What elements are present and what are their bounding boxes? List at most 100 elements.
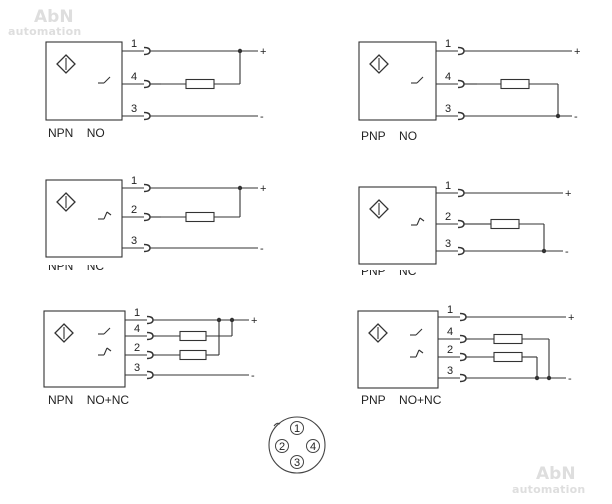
pin-connector-icon	[457, 219, 465, 229]
pin-number: 4	[131, 71, 137, 83]
junction-dot	[546, 375, 552, 381]
pin-number: 3	[445, 103, 451, 115]
junction-dot	[534, 375, 540, 381]
terminal-plus: +	[251, 315, 257, 327]
nc-contact-icon	[103, 347, 108, 356]
pin-connector-icon	[146, 315, 154, 325]
watermark-sub-top: automation	[8, 25, 82, 38]
pin-connector-icon	[457, 79, 465, 89]
pin-number: 3	[131, 235, 137, 247]
connector-pin	[306, 439, 320, 453]
pin-number: 3	[134, 362, 140, 374]
caption-config: NO+NC	[86, 393, 130, 407]
pin-connector-icon	[457, 46, 465, 56]
nc-contact-icon	[418, 349, 424, 354]
junction-dot	[237, 48, 243, 54]
pin-number: 2	[447, 344, 453, 356]
connector-pin-label: 3	[294, 457, 300, 469]
pin-number: 1	[131, 175, 137, 187]
connector-key-icon	[273, 422, 281, 427]
caption-type: PNP	[361, 270, 386, 277]
pin-connector-icon	[146, 370, 154, 380]
pin-number: 2	[445, 211, 451, 223]
load-resistor	[179, 349, 207, 361]
pin-number: 1	[447, 304, 453, 316]
pin-connector-icon	[143, 79, 151, 89]
caption-config: NO	[86, 126, 105, 140]
sensor-diamond-icon	[369, 199, 389, 219]
no-contact-icon	[415, 328, 423, 336]
load-resistor	[185, 211, 215, 223]
terminal-plus: +	[260, 183, 266, 195]
terminal-minus: -	[565, 246, 569, 258]
junction-dot	[237, 185, 243, 191]
pin-connector-icon	[146, 331, 154, 341]
watermark-brand-top: AbN	[34, 7, 74, 27]
caption-pnp-nc: PNP NC	[361, 270, 416, 277]
caption-type: NPN	[48, 265, 74, 272]
terminal-minus: -	[568, 373, 572, 385]
pin-number: 1	[445, 38, 451, 50]
pin-number: 3	[131, 103, 137, 115]
terminal-plus: +	[568, 312, 574, 324]
caption-type: PNP	[361, 129, 386, 143]
pin-connector-icon	[459, 334, 467, 344]
sensor-diamond-icon	[56, 192, 76, 212]
sensor-box	[358, 41, 437, 121]
connector-pin	[275, 439, 289, 453]
nc-contact-icon	[103, 211, 108, 220]
pin-connector-icon	[457, 246, 465, 256]
sensor-box	[43, 310, 126, 388]
caption-npn-nonc: NPN NO+NC	[48, 393, 129, 407]
pin-connector-icon	[143, 111, 151, 121]
sensor-diamond-icon	[368, 323, 388, 343]
watermark-brand-bottom: AbN	[536, 464, 576, 484]
caption-type: PNP	[361, 393, 386, 407]
nc-contact-icon	[415, 349, 420, 358]
caption-config: NC	[399, 270, 417, 277]
terminal-minus: -	[251, 370, 255, 382]
no-contact-icon	[416, 76, 424, 84]
pin-number: 1	[131, 38, 137, 50]
connector-pin-label: 2	[279, 441, 285, 453]
sensor-diamond-icon	[54, 323, 74, 343]
sensor-box	[357, 310, 439, 389]
caption-pnp-nonc: PNP NO+NC	[361, 393, 441, 407]
sensor-box	[358, 186, 437, 265]
terminal-plus: +	[574, 46, 580, 58]
pin-connector-icon	[143, 46, 151, 56]
sensor-diamond-icon	[56, 54, 76, 74]
diagram-pnp-nc: 123+-	[358, 180, 571, 265]
load-resistor	[490, 218, 520, 230]
pin-number: 2	[131, 204, 137, 216]
sensor-box	[45, 41, 123, 121]
diagram-pnp-no: 143+-	[358, 38, 580, 123]
pin-connector-icon	[459, 373, 467, 383]
load-resistor	[185, 78, 215, 90]
pin-connector-icon	[457, 188, 465, 198]
nc-contact-icon	[419, 217, 425, 222]
connector-pin-label: 4	[310, 441, 316, 453]
caption-pnp-no: PNP NO	[361, 129, 417, 143]
sensor-box	[45, 179, 123, 258]
pin-number: 3	[447, 365, 453, 377]
pin-connector-icon	[143, 212, 151, 222]
nc-contact-icon	[106, 347, 112, 352]
terminal-minus: -	[574, 111, 578, 123]
junction-dot	[216, 317, 222, 323]
pin-number: 2	[134, 342, 140, 354]
terminal-minus: -	[260, 111, 264, 123]
caption-config: NO+NC	[399, 393, 442, 407]
connector-body	[268, 416, 326, 474]
pin-number: 3	[445, 238, 451, 250]
diagram-npn-nc: 123+-	[45, 175, 266, 258]
load-resistor	[500, 78, 530, 90]
pin-connector-icon	[143, 183, 151, 193]
caption-type: NPN	[48, 126, 74, 140]
sensor-diamond-icon	[369, 54, 389, 74]
caption-npn-nc: NPN NC	[48, 265, 104, 272]
load-resistor	[493, 351, 523, 363]
